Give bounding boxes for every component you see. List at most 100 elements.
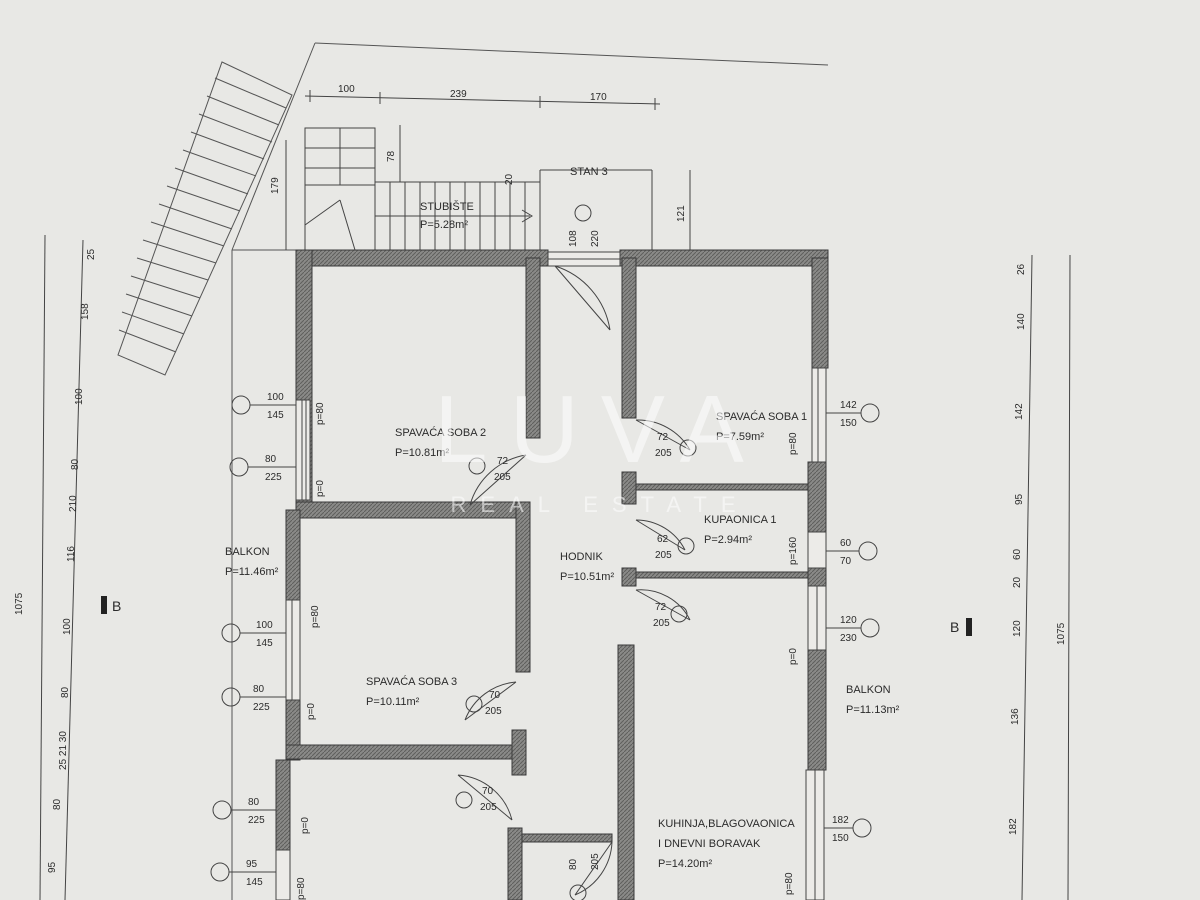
window-left-5-height: 225 bbox=[248, 815, 265, 826]
room-kuhinja-line1: KUHINJA,BLAGOVAONICA bbox=[658, 818, 795, 830]
window-left-3-width: 100 bbox=[256, 620, 273, 631]
watermark-tagline: REAL ESTATE bbox=[450, 492, 749, 517]
door-5-height: 205 bbox=[485, 706, 502, 717]
entry-dim-1: 108 bbox=[568, 230, 579, 247]
parapet-6: p=80 bbox=[296, 877, 307, 900]
svg-text:25: 25 bbox=[86, 248, 97, 260]
entry-marker bbox=[574, 204, 592, 222]
section-mark-right: B bbox=[950, 619, 959, 635]
parapet-4: p=0 bbox=[306, 703, 317, 720]
door-6-width: 70 bbox=[482, 786, 494, 797]
balkon-left-area: P=11.46m² bbox=[225, 566, 279, 578]
door-7-width: 80 bbox=[568, 858, 579, 870]
window-left-6-width: 95 bbox=[246, 859, 258, 870]
window-left-1-width: 100 bbox=[267, 392, 284, 403]
parapet-9: p=0 bbox=[788, 648, 799, 665]
door-5-width: 70 bbox=[489, 690, 501, 701]
section-mark-right-bar bbox=[966, 618, 972, 636]
room-kupaonica-area: P=2.94m² bbox=[704, 534, 752, 546]
svg-text:80: 80 bbox=[52, 798, 63, 810]
svg-text:210: 210 bbox=[68, 495, 79, 512]
left-total-dim: 1075 bbox=[14, 592, 25, 615]
door-2-height: 205 bbox=[655, 448, 672, 459]
room-kuhinja-line2: I DNEVNI BORAVAK bbox=[658, 838, 761, 850]
room-kupaonica-name: KUPAONICA 1 bbox=[704, 514, 777, 526]
svg-text:120: 120 bbox=[1012, 620, 1023, 637]
svg-text:95: 95 bbox=[47, 861, 58, 873]
top-dimension-chain bbox=[304, 90, 661, 110]
svg-text:140: 140 bbox=[1016, 313, 1027, 330]
right-dimension-chain bbox=[1021, 254, 1071, 900]
window-right-3-width: 120 bbox=[840, 615, 857, 626]
svg-text:95: 95 bbox=[1014, 493, 1025, 505]
entry-dim-2: 220 bbox=[590, 230, 601, 247]
top-dim-2: 239 bbox=[450, 89, 467, 100]
room-soba3-area: P=10.11m² bbox=[366, 696, 420, 708]
parapet-8: p=160 bbox=[788, 536, 799, 565]
parapet-5: p=0 bbox=[300, 817, 311, 834]
external-stairs bbox=[117, 61, 293, 376]
door-3-height: 205 bbox=[655, 550, 672, 561]
svg-text:80: 80 bbox=[60, 686, 71, 698]
dim-78: 78 bbox=[386, 150, 397, 162]
parapet-3: p=80 bbox=[310, 605, 321, 628]
staircase bbox=[304, 127, 653, 251]
window-left-4-height: 225 bbox=[253, 702, 270, 713]
svg-text:116: 116 bbox=[66, 546, 77, 562]
room-soba3-name: SPAVAĆA SOBA 3 bbox=[366, 675, 457, 688]
left-dimension-chain bbox=[39, 234, 84, 900]
door-4-height: 205 bbox=[653, 618, 670, 629]
dim-121: 121 bbox=[676, 205, 687, 222]
windows bbox=[275, 251, 827, 900]
door-7-height: 205 bbox=[590, 853, 601, 870]
right-total-dim: 1075 bbox=[1056, 622, 1067, 645]
right-dimension-texts: 26 140 142 95 60 20 120 136 182 bbox=[1008, 263, 1027, 835]
dim-179: 179 bbox=[270, 177, 281, 194]
left-dimension-texts: 25 158 100 80 210 116 100 80 25 21 30 80… bbox=[47, 248, 97, 873]
balkon-right-name: BALKON bbox=[846, 684, 891, 696]
window-left-1-height: 145 bbox=[267, 410, 284, 421]
svg-text:80: 80 bbox=[70, 458, 81, 470]
balkon-left-name: BALKON bbox=[225, 546, 270, 558]
svg-text:142: 142 bbox=[1014, 403, 1025, 420]
window-right-4-width: 182 bbox=[832, 815, 849, 826]
window-left-2-height: 225 bbox=[265, 472, 282, 483]
window-right-3-height: 230 bbox=[840, 633, 857, 644]
window-left-4-width: 80 bbox=[253, 684, 265, 695]
top-dim-3: 170 bbox=[590, 92, 607, 103]
balkon-right-area: P=11.13m² bbox=[846, 704, 900, 716]
window-left-6-height: 145 bbox=[246, 877, 263, 888]
section-mark-left-bar bbox=[101, 596, 107, 614]
dim-20: 20 bbox=[504, 173, 515, 185]
svg-text:158: 158 bbox=[80, 303, 91, 320]
stair-name: STUBIŠTE bbox=[420, 200, 474, 213]
window-right-4-height: 150 bbox=[832, 833, 849, 844]
svg-text:136: 136 bbox=[1010, 708, 1021, 725]
room-hodnik-area: P=10.51m² bbox=[560, 571, 614, 583]
window-left-2-width: 80 bbox=[265, 454, 277, 465]
parapet-10: p=80 bbox=[784, 872, 795, 895]
stair-area: P=5.28m² bbox=[420, 219, 468, 231]
room-soba2-area: P=10.81m² bbox=[395, 447, 449, 459]
svg-text:100: 100 bbox=[62, 618, 73, 635]
svg-text:60: 60 bbox=[1012, 548, 1023, 560]
watermark-logo: LUVA bbox=[434, 376, 766, 483]
door-4-width: 72 bbox=[655, 602, 667, 613]
window-left-3-height: 145 bbox=[256, 638, 273, 649]
window-right-2-width: 60 bbox=[840, 538, 852, 549]
section-mark-left: B bbox=[112, 598, 121, 614]
svg-text:100: 100 bbox=[74, 388, 85, 405]
door-1-height: 205 bbox=[494, 472, 511, 483]
door-3-width: 62 bbox=[657, 534, 669, 545]
parapet-7: p=80 bbox=[788, 432, 799, 455]
window-right-1-height: 150 bbox=[840, 418, 857, 429]
room-hodnik-name: HODNIK bbox=[560, 551, 603, 563]
svg-text:26: 26 bbox=[1016, 263, 1027, 275]
door-2-width: 72 bbox=[657, 432, 669, 443]
room-soba1-area: P=7.59m² bbox=[716, 431, 764, 443]
svg-text:182: 182 bbox=[1008, 818, 1019, 835]
svg-text:20: 20 bbox=[1012, 576, 1023, 588]
site-boundary bbox=[231, 42, 829, 900]
